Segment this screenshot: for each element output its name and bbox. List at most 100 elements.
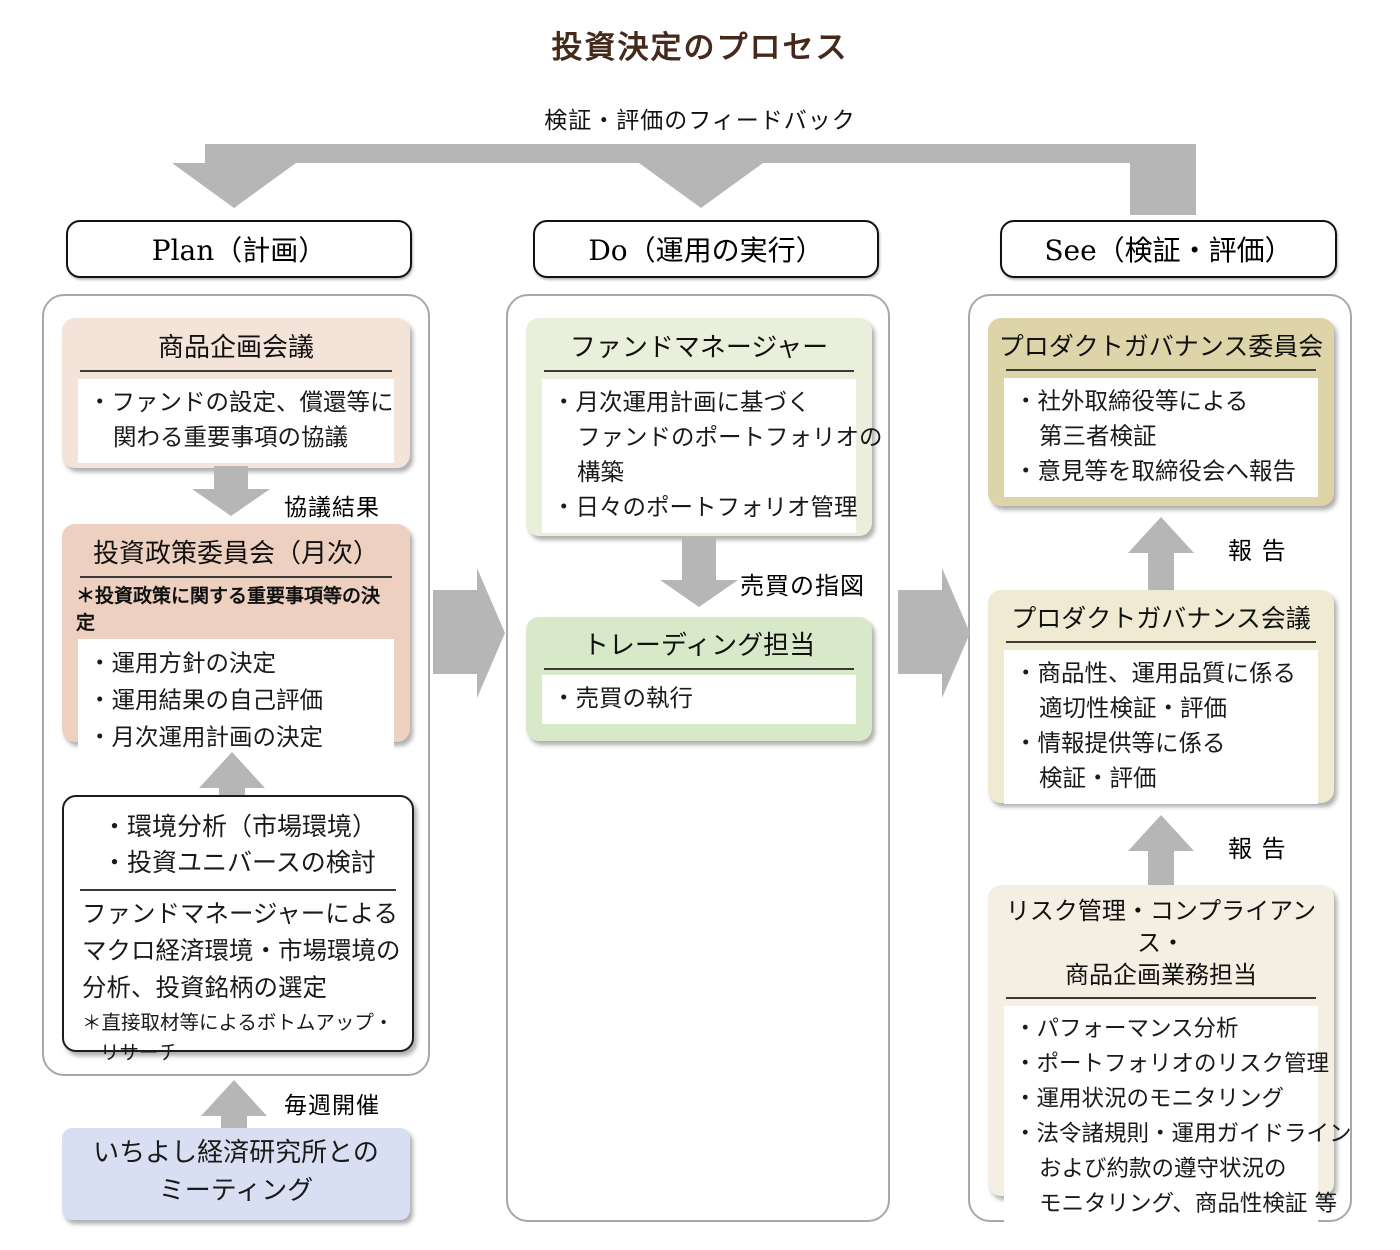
section-divider [80, 889, 396, 891]
product-governance-committee-body: ・社外取締役等による 第三者検証 ・意見等を取締役会へ報告 [1004, 378, 1318, 497]
bullet-line: ・売買の執行 [552, 684, 693, 712]
environment-analysis-box: ・環境分析（市場環境） ・投資ユニバースの検討 ファンドマネージャーによる マク… [62, 795, 414, 1064]
title-line: 商品企画業務担当 [1065, 961, 1257, 989]
header-divider [1006, 641, 1316, 643]
bullet-line: ・日々のポートフォリオ管理 [552, 493, 858, 521]
plan-to-do-arrow-body [433, 590, 477, 674]
feedback-arrow-bar [205, 144, 1196, 163]
header-divider [544, 370, 854, 372]
meeting-line: いちよし経済研究所との [93, 1138, 379, 1168]
bullet-line: ・運用結果の自己評価 [88, 686, 323, 714]
bullet-line: ・運用状況のモニタリング [1014, 1086, 1285, 1112]
bullet-line: ・商品性、運用品質に係る [1014, 659, 1296, 687]
header-divider [80, 370, 392, 372]
note-line: ＊直接取材等によるボトムアップ・ [82, 1011, 394, 1034]
product-planning-meeting-body: ・ファンドの設定、償還等に 関わる重要事項の協議 [78, 379, 394, 463]
up-arrowhead-icon [201, 1080, 267, 1116]
bullet-line: ・ファンドの設定、償還等に [88, 388, 394, 416]
header-divider [544, 668, 854, 670]
report-label: 報 告 [1228, 537, 1287, 565]
ichiyoshi-research-meeting-box: いちよし経済研究所との ミーティング [62, 1128, 410, 1220]
risk-compliance-box: リスク管理・コンプライアンス・ 商品企画業務担当 ・パフォーマンス分析 ・ポート… [988, 885, 1352, 1230]
product-planning-meeting-box: 商品企画会議 ・ファンドの設定、償還等に 関わる重要事項の協議 [62, 318, 410, 468]
bullet-line: モニタリング、商品性検証 等 [1039, 1191, 1338, 1217]
report-label: 報 告 [1228, 835, 1287, 863]
consultation-result-label: 協議結果 [284, 495, 380, 521]
down-arrow-icon [214, 466, 248, 489]
investment-policy-committee-title: 投資政策委員会（月次） [92, 539, 379, 569]
product-governance-committee-box: プロダクトガバナンス委員会 ・社外取締役等による 第三者検証 ・意見等を取締役会… [988, 318, 1334, 506]
meeting-line: ミーティング [158, 1176, 314, 1206]
header-divider [1006, 369, 1316, 371]
bullet-line: ・パフォーマンス分析 [1014, 1016, 1239, 1042]
investment-policy-note: ＊投資政策に関する重要事項等の決定 [76, 585, 381, 634]
page-title: 投資決定のプロセス [551, 30, 849, 66]
environment-analysis-bullets: ・環境分析（市場環境） ・投資ユニバースの検討 [64, 797, 412, 881]
risk-compliance-body: ・パフォーマンス分析 ・ポートフォリオのリスク管理 ・運用状況のモニタリング ・… [1004, 1006, 1352, 1230]
up-arrowhead-icon [1128, 517, 1194, 553]
down-arrowhead-icon [192, 489, 270, 516]
bullet-line: 検証・評価 [1039, 764, 1157, 792]
bullet-line: ・情報提供等に係る [1014, 729, 1226, 757]
do-to-see-arrow-body [898, 590, 942, 674]
fund-manager-body: ・月次運用計画に基づく ファンドのポートフォリオの 構築 ・日々のポートフォリオ… [542, 379, 883, 533]
trading-desk-box: トレーディング担当 ・売買の執行 [526, 617, 872, 741]
fund-manager-title: ファンドマネージャー [569, 333, 829, 363]
plan-header-label: Plan（計画） [151, 234, 327, 267]
investment-policy-committee-body: ・運用方針の決定 ・運用結果の自己評価 ・月次運用計画の決定 [78, 639, 394, 764]
see-header-label: See（検証・評価） [1044, 234, 1293, 267]
product-governance-meeting-body: ・商品性、運用品質に係る 適切性検証・評価 ・情報提供等に係る 検証・評価 [1004, 650, 1318, 804]
up-arrowhead-icon [199, 752, 265, 788]
bullet-line: ・月次運用計画に基づく [552, 388, 811, 416]
product-governance-meeting-box: プロダクトガバナンス会議 ・商品性、運用品質に係る 適切性検証・評価 ・情報提供… [988, 590, 1334, 804]
up-arrow-icon [1148, 851, 1174, 885]
environment-analysis-paragraph: ファンドマネージャーによる マクロ経済環境・市場環境の 分析、投資銘柄の選定 [64, 891, 412, 1006]
bullet-line: ・運用方針の決定 [88, 649, 276, 677]
up-arrow-icon [1148, 553, 1174, 590]
title-line: リスク管理・コンプライアンス・ [1005, 897, 1317, 957]
environment-analysis-note: ＊直接取材等によるボトムアップ・ リサーチ [64, 1006, 412, 1066]
product-governance-meeting-title: プロダクトガバナンス会議 [1011, 604, 1311, 633]
bullet-line: ・社外取締役等による [1014, 387, 1249, 415]
bullet-line: 第三者検証 [1039, 422, 1157, 450]
bullet-line: 構築 [577, 458, 624, 486]
see-column-header: See（検証・評価） [1000, 220, 1337, 278]
plan-column-header: Plan（計画） [66, 220, 412, 278]
do-column-header: Do（運用の実行） [533, 220, 879, 278]
investment-policy-committee-box: 投資政策委員会（月次） ＊投資政策に関する重要事項等の決定 ・運用方針の決定 ・… [62, 524, 410, 764]
paragraph-line: 分析、投資銘柄の選定 [82, 973, 327, 1002]
feedback-arrowhead-do-icon [639, 163, 763, 208]
down-arrowhead-icon [660, 580, 738, 607]
paragraph-line: ファンドマネージャーによる [82, 899, 399, 928]
feedback-arrowhead-plan-icon [172, 163, 296, 208]
bullet-line: ・意見等を取締役会へ報告 [1014, 457, 1296, 485]
trade-instruction-label: 売買の指図 [740, 572, 865, 600]
header-divider [80, 576, 392, 578]
up-arrow-icon [221, 1116, 247, 1128]
bullet-line: ・法令諸規則・運用ガイドライン [1014, 1121, 1352, 1147]
paragraph-line: マクロ経済環境・市場環境の [82, 936, 401, 965]
bullet-line: ・ポートフォリオのリスク管理 [1014, 1051, 1330, 1077]
do-to-see-arrowhead-icon [942, 568, 970, 698]
fund-manager-box: ファンドマネージャー ・月次運用計画に基づく ファンドのポートフォリオの 構築 … [526, 318, 883, 536]
up-arrowhead-icon [1128, 815, 1194, 851]
product-governance-committee-title: プロダクトガバナンス委員会 [998, 332, 1324, 361]
trading-desk-body: ・売買の執行 [542, 675, 856, 724]
up-arrow-icon [219, 788, 245, 795]
feedback-arrow-stub-see [1130, 163, 1196, 215]
bullet-line: ・月次運用計画の決定 [88, 723, 323, 751]
risk-compliance-title: リスク管理・コンプライアンス・ 商品企画業務担当 [988, 885, 1334, 991]
bullet-line: ・環境分析（市場環境） [102, 812, 378, 841]
note-line: リサーチ [100, 1041, 179, 1064]
do-header-label: Do（運用の実行） [588, 234, 824, 267]
trading-desk-title: トレーディング担当 [582, 631, 816, 661]
product-planning-meeting-title: 商品企画会議 [157, 333, 314, 363]
weekly-meeting-label: 毎週開催 [284, 1093, 380, 1119]
feedback-arrow-label: 検証・評価のフィードバック [544, 108, 856, 134]
down-arrow-icon [682, 536, 716, 580]
bullet-line: および約款の遵守状況の [1039, 1156, 1287, 1182]
bullet-line: 適切性検証・評価 [1039, 694, 1227, 722]
header-divider [1006, 997, 1316, 999]
bullet-line: ファンドのポートフォリオの [577, 423, 883, 451]
